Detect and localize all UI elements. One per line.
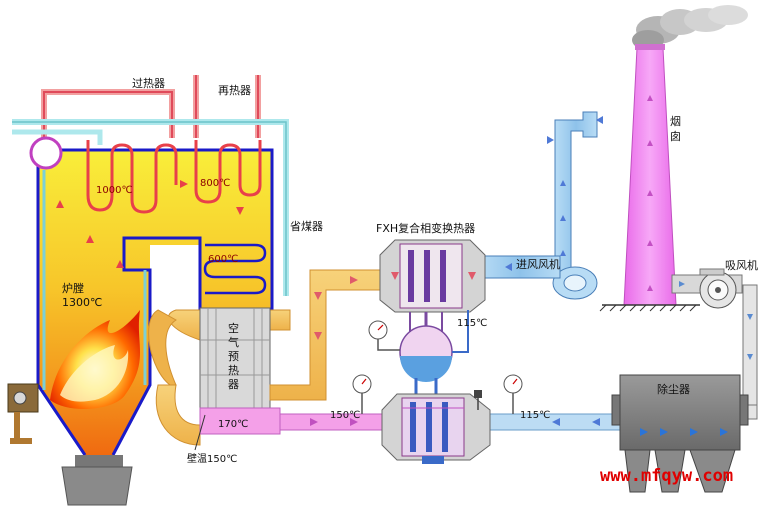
- temp-1000-label: 1000℃: [96, 185, 133, 196]
- air-preheater-char-2: 气: [228, 335, 239, 349]
- chimney-smoke: [632, 5, 748, 50]
- temp-115-top-label: 115℃: [457, 318, 487, 329]
- temp-150-label: 150℃: [330, 410, 360, 421]
- induced-fan-label: 吸风机: [725, 258, 758, 272]
- valve-right: [474, 390, 482, 410]
- fxh-lower-exchanger: [381, 393, 491, 464]
- air-preheater: 空 气 预 热 器: [199, 307, 271, 409]
- chimney-label-2: 囱: [670, 130, 681, 143]
- furnace-label: 炉膛: [62, 281, 84, 295]
- temp-170-label: 170℃: [218, 419, 248, 430]
- flue-duct-orange: [148, 309, 291, 446]
- superheater-coils: [86, 140, 262, 214]
- air-preheater-char-5: 器: [228, 378, 239, 391]
- economizer-coils: [203, 243, 267, 295]
- air-preheater-char-3: 预: [228, 350, 239, 363]
- dust-collector: [611, 374, 749, 493]
- air-inlet-duct: [479, 111, 603, 300]
- air-preheater-char-1: 空: [228, 321, 239, 335]
- boiler: [7, 136, 274, 506]
- fxh-label: FXH复合相变换热器: [376, 221, 475, 235]
- flue-duct-pink: [199, 407, 401, 435]
- steam-pipes: [12, 75, 289, 296]
- economizer-label: 省煤器: [290, 220, 323, 233]
- furnace-temp: 1300℃: [62, 296, 102, 309]
- fxh-separator: [368, 310, 469, 394]
- flue-flow-arrows: [56, 180, 244, 268]
- temp-115-right-label: 115℃: [520, 410, 550, 421]
- chimney-label-1: 烟: [670, 114, 681, 128]
- fxh-upper-exchanger: [379, 239, 486, 313]
- reheater-label: 再热器: [218, 84, 251, 97]
- gauge-right: [503, 374, 523, 414]
- dust-collector-label: 除尘器: [657, 382, 690, 396]
- clean-flue-duct: [489, 413, 621, 431]
- wall-temp-leader: [194, 414, 206, 451]
- air-preheater-char-4: 热: [228, 364, 239, 377]
- watermark: www.mfqyw.com: [600, 466, 733, 486]
- superheater-label: 过热器: [132, 77, 165, 90]
- wall-temp-label: 壁温150℃: [187, 452, 237, 465]
- temp-600-label: 600℃: [208, 254, 238, 265]
- chimney: 烟 囱: [599, 44, 700, 312]
- inlet-fan-label: 进风风机: [516, 257, 560, 271]
- gauge-left: [352, 374, 372, 414]
- temp-800-label: 800℃: [200, 178, 230, 189]
